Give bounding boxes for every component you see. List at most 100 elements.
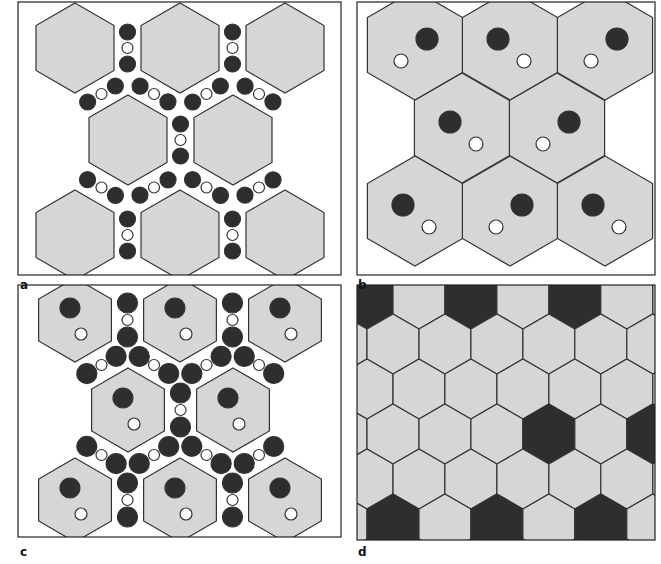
filled-atom [60, 478, 80, 498]
filled-atom [106, 346, 126, 366]
filled-atom [223, 473, 243, 493]
filled-atom [118, 293, 138, 313]
hexagon [246, 3, 324, 93]
open-atom [96, 360, 107, 371]
filled-atom [270, 478, 290, 498]
filled-atom [107, 187, 123, 203]
filled-atom [129, 454, 149, 474]
filled-atom [160, 172, 176, 188]
open-atom [517, 54, 531, 68]
panel-letter: a [20, 279, 28, 291]
panel-frame [357, 2, 655, 275]
open-atom [422, 220, 436, 234]
filled-atom [212, 187, 228, 203]
hexagon [194, 95, 272, 185]
filled-atom [173, 148, 189, 164]
hexagon [419, 494, 471, 540]
filled-atom [264, 364, 284, 384]
open-atom [180, 328, 192, 340]
open-atom [285, 328, 297, 340]
filled-atom [234, 454, 254, 474]
filled-atom [225, 243, 241, 259]
hexagon [197, 368, 270, 452]
open-atom [149, 182, 160, 193]
hexagon [36, 190, 114, 275]
hexagon [249, 285, 322, 362]
open-atom [227, 230, 238, 241]
hexagon [36, 3, 114, 93]
filled-atom [558, 111, 580, 133]
hexagon [357, 494, 367, 540]
panel-drawing [39, 285, 322, 537]
filled-atom [118, 507, 138, 527]
filled-atom [218, 388, 238, 408]
open-atom [584, 54, 598, 68]
filled-atom [264, 436, 284, 456]
filled-atom [270, 298, 290, 318]
filled-atom [606, 28, 628, 50]
open-atom [227, 43, 238, 54]
filled-atom [223, 507, 243, 527]
filled-atom [211, 346, 231, 366]
panel-letter: d [358, 546, 367, 558]
open-atom [122, 43, 133, 54]
filled-atom [118, 327, 138, 347]
open-atom [469, 137, 483, 151]
filled-atom [237, 78, 253, 94]
open-atom [96, 182, 107, 193]
hexagon [141, 3, 219, 93]
filled-atom [225, 24, 241, 40]
hexagon [39, 285, 112, 362]
hexagon [141, 190, 219, 275]
hexagon [367, 156, 462, 266]
open-atom [75, 508, 87, 520]
open-atom [180, 508, 192, 520]
filled-atom [107, 78, 123, 94]
hexagon [39, 458, 112, 537]
open-atom [227, 495, 238, 506]
open-atom [175, 405, 186, 416]
open-atom [201, 450, 212, 461]
filled-atom [129, 346, 149, 366]
open-atom [254, 360, 265, 371]
filled-atom [265, 94, 281, 110]
filled-atom [60, 298, 80, 318]
filled-atom [511, 194, 533, 216]
filled-atom [132, 78, 148, 94]
open-atom [75, 328, 87, 340]
filled-atom [171, 383, 191, 403]
panel-letter: c [20, 546, 27, 558]
open-atom [536, 137, 550, 151]
open-atom [254, 182, 265, 193]
hexagon [367, 494, 419, 540]
open-atom [394, 54, 408, 68]
filled-atom [173, 116, 189, 132]
open-atom [122, 495, 133, 506]
open-atom [149, 360, 160, 371]
filled-atom [182, 436, 202, 456]
hexagon [246, 190, 324, 275]
hexagon [462, 156, 557, 266]
open-atom [149, 89, 160, 100]
filled-atom [120, 211, 136, 227]
panel-letter: b [358, 279, 367, 291]
filled-atom [171, 417, 191, 437]
filled-atom [234, 346, 254, 366]
panel-drawing [367, 2, 652, 266]
open-atom [227, 315, 238, 326]
panel-drawing [36, 3, 324, 275]
hexagon [144, 458, 217, 537]
open-atom [201, 89, 212, 100]
filled-atom [106, 454, 126, 474]
open-atom [612, 220, 626, 234]
hexagon [523, 494, 575, 540]
filled-atom [120, 56, 136, 72]
open-atom [175, 135, 186, 146]
filled-atom [211, 454, 231, 474]
open-atom [122, 230, 133, 241]
open-atom [96, 89, 107, 100]
panel-drawing [357, 285, 655, 540]
hexagon [144, 285, 217, 362]
filled-atom [160, 94, 176, 110]
open-atom [285, 508, 297, 520]
